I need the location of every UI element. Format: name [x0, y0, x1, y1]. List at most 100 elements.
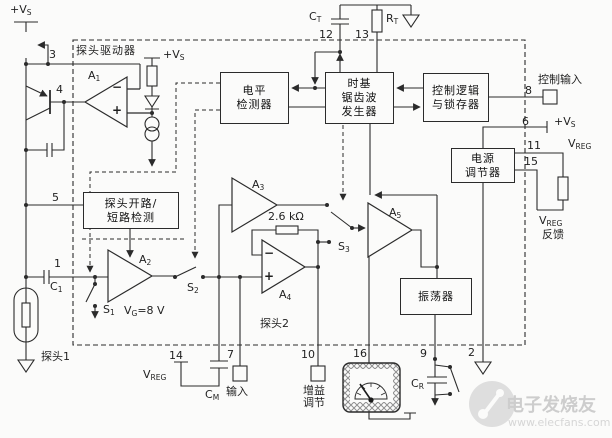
amp-a3-label: A3: [252, 178, 265, 192]
block-level-detector: 电平检测器: [220, 72, 289, 124]
a4-minus-sign: −: [264, 246, 275, 260]
a4-plus-sign: +: [264, 269, 275, 283]
amp-a4-label: A4: [279, 288, 292, 302]
control-signal-dashed-paths: [82, 82, 347, 272]
switch-s2-label: S2: [187, 281, 199, 295]
input-label: 输入: [226, 385, 248, 398]
cr-bypass-switch-icon: [434, 364, 460, 396]
a1-plus-sign: +: [112, 103, 123, 117]
ground-icon-probe1: [16, 359, 36, 373]
pnp-transistor-icon: [25, 85, 85, 121]
vreg-feedback-resistor-icon: [557, 176, 569, 201]
watermark-url-text: www.elecfans.com: [508, 416, 610, 429]
current-source-icon: [144, 116, 160, 142]
junction-dots: [24, 50, 452, 396]
pin-2-label: 2: [468, 346, 475, 359]
block-control-logic-line: 控制逻辑: [432, 83, 480, 97]
probe1-label: 探头1: [41, 350, 70, 363]
control-input-label: 控制输入: [538, 73, 582, 86]
pin-11-label: 11: [527, 139, 541, 152]
block-probe-open-short: 探头开路/短路检测: [83, 192, 179, 229]
rt-label: RT: [386, 12, 399, 26]
block-level-detector-line: 电平: [242, 84, 267, 98]
amp-a5-label: A5: [389, 206, 402, 220]
pin-4-label: 4: [56, 83, 63, 96]
pin-15-label: 15: [524, 155, 538, 168]
pin-14-label: 14: [169, 349, 183, 362]
amp-a1-icon: [83, 75, 128, 129]
feedback-capacitor-icon: [26, 102, 65, 157]
pin-5-label: 5: [52, 191, 59, 204]
pin-8-label: 8: [525, 84, 532, 97]
cap-c1-label: C1: [50, 280, 63, 294]
block-oscillator-line: 振荡器: [418, 289, 454, 303]
amp-a3-icon: [231, 176, 279, 234]
block-probe-open-short-line: 探头开路/: [104, 196, 158, 210]
pin-3-label: 3: [49, 48, 56, 61]
amp-a4-icon: [261, 238, 307, 295]
probe2-label: 探头2: [260, 317, 289, 330]
amp-a5-icon: [367, 201, 414, 259]
block-control-logic: 控制逻辑与锁存器: [423, 73, 489, 122]
block-control-logic-line: 与锁存器: [432, 97, 480, 111]
pin-1-label: 1: [54, 257, 61, 270]
pin-7-terminal: [232, 365, 248, 382]
switch-s3-label: S3: [338, 240, 350, 254]
block-probe-open-short-line: 短路检测: [107, 210, 155, 224]
switch-s1-label: S1: [103, 303, 115, 317]
block-power-regulator-line: 调节器: [465, 165, 501, 179]
vreg-bottom-label: VREG: [143, 368, 167, 382]
pin-12-label: 12: [319, 28, 333, 41]
amp-a2-icon: [107, 248, 154, 304]
resistor-26k-icon: [275, 225, 299, 235]
ct-label: CT: [309, 10, 322, 24]
block-power-regulator-line: 电源: [471, 151, 495, 165]
block-sawtooth-generator: 时基锯齿波发生器: [325, 72, 394, 124]
bias-resistor-icon: [146, 65, 158, 87]
switch-s2-icon: [174, 266, 197, 278]
ground-icon-pin2: [473, 361, 493, 375]
meter-icon: [342, 362, 401, 413]
probe-driver-title: 探头驱动器: [76, 44, 136, 57]
capacitor-cm-icon: [210, 360, 228, 369]
wire-network: [13, 4, 569, 420]
switch-s3-icon: [330, 211, 353, 229]
block-oscillator: 振荡器: [400, 278, 472, 315]
gain-label-2: 调节: [303, 396, 325, 409]
block-power-regulator: 电源调节器: [451, 148, 515, 183]
pin-10-terminal: [310, 365, 326, 382]
block-sawtooth-generator-line: 发生器: [341, 104, 378, 118]
pin-16-label: 16: [353, 347, 367, 360]
pin-6-label: 6: [522, 115, 529, 128]
block-sawtooth-generator-line: 锯齿波: [341, 91, 378, 105]
block-sawtooth-generator-line: 时基: [347, 77, 372, 91]
diode-icon: [143, 95, 161, 110]
pin-9-label: 9: [420, 347, 427, 360]
pin-7-label: 7: [227, 348, 234, 361]
amp-a1-label: A1: [88, 69, 101, 83]
cr-label: CR: [411, 377, 424, 391]
res-26k-label: 2.6 kΩ: [268, 210, 304, 223]
resistor-rt-icon: [371, 9, 383, 33]
ic-dashed-boundary: [72, 39, 526, 346]
vreg-feedback-label-1: VREG: [539, 214, 563, 228]
vg-label: VG=8 V: [124, 304, 165, 318]
watermark-logo-icon: 电子发烧友 www.elecfans.com: [469, 381, 610, 429]
vreg-right-label: VREG: [568, 137, 592, 151]
gain-label-1: 增益: [303, 384, 325, 397]
vs-right-label: +VS: [554, 115, 576, 129]
block-level-detector-line: 检测器: [236, 98, 273, 111]
cm-label: CM: [205, 388, 220, 402]
ground-icon-top: [401, 14, 421, 28]
capacitor-cr-icon: [427, 376, 447, 384]
pin-8-terminal: [542, 89, 558, 105]
capacitor-ct-icon: [331, 5, 349, 72]
amp-a2-label: A2: [139, 253, 152, 267]
vs-mid-label: +VS: [163, 48, 185, 62]
pin-13-label: 13: [355, 28, 369, 41]
vreg-feedback-label-2: 反馈: [542, 228, 564, 241]
vs-top-left-label: +VS: [10, 3, 32, 17]
capacitor-c1-icon: [26, 270, 108, 284]
